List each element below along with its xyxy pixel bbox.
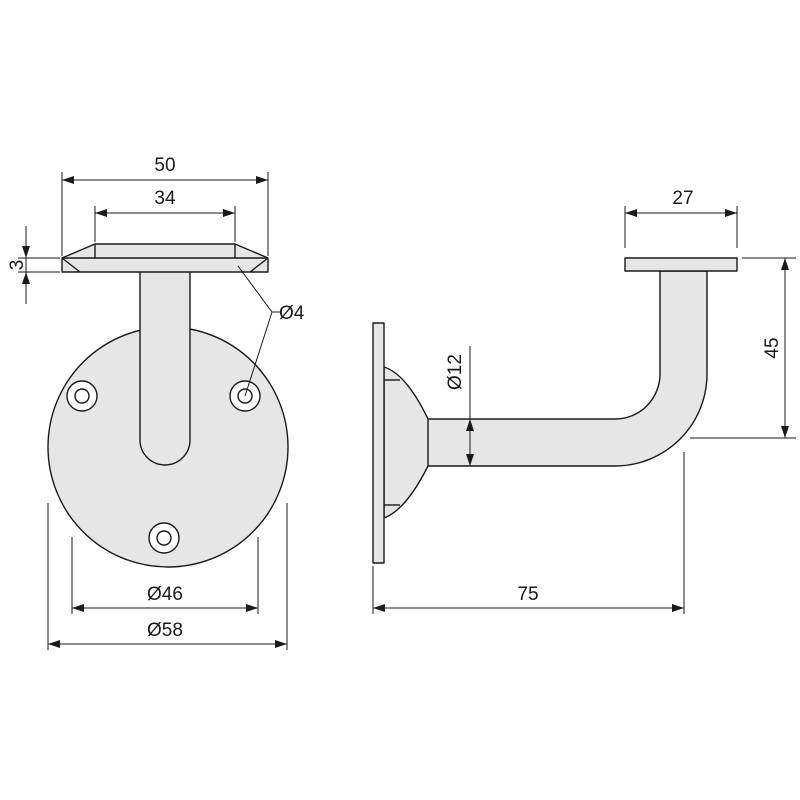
dim-label-50: 50	[154, 155, 175, 176]
dim-label-3: 3	[7, 260, 28, 271]
flange-boss	[383, 366, 429, 519]
dim-46: Ø46	[71, 537, 259, 614]
wall-plate-edge	[372, 322, 385, 564]
bent-tube	[419, 270, 708, 467]
top-plate-edge	[624, 257, 738, 272]
dim-label-45: 45	[762, 337, 783, 358]
support-arm	[139, 269, 191, 466]
dim-label-hole: Ø4	[279, 303, 305, 324]
dim-label-27: 27	[672, 188, 693, 209]
dim-label-12: Ø12	[445, 354, 466, 390]
front-view	[47, 243, 289, 568]
dim-hole-diameter: Ø4	[237, 265, 305, 397]
dim-label-58: Ø58	[147, 620, 183, 641]
dim-12: Ø12	[445, 346, 474, 466]
side-view	[372, 257, 738, 564]
dim-label-46: Ø46	[147, 584, 183, 605]
screw-hole-bottom	[148, 522, 180, 554]
dim-label-75: 75	[517, 584, 538, 605]
dim-58: Ø58	[47, 503, 288, 650]
screw-hole-left	[66, 380, 98, 412]
dim-34: 34	[94, 188, 236, 242]
dim-45: 45	[690, 257, 796, 439]
dim-3: 3	[7, 226, 60, 304]
dim-label-34: 34	[154, 188, 176, 209]
dim-27: 27	[624, 188, 738, 248]
dim-75: 75	[372, 452, 685, 614]
dim-50: 50	[61, 155, 269, 256]
